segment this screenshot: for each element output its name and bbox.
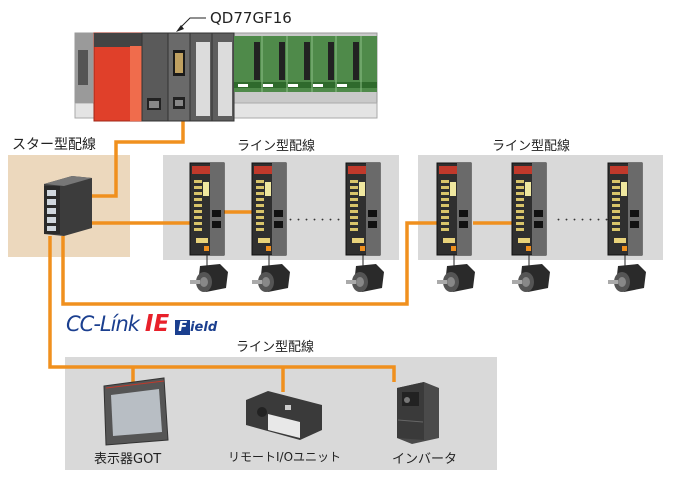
logo-field-box: F [175, 320, 191, 335]
servo-amplifier [251, 162, 287, 268]
logo-field-rest: ield [190, 320, 218, 335]
servo-ellipsis-1: ・・・・・・・・・ [286, 216, 359, 226]
wire-switch-to-servo-line-2 [61, 221, 437, 306]
inverter-device [397, 382, 439, 444]
servo-amplifier [511, 162, 547, 268]
device-label-inverter: インバータ [392, 452, 458, 467]
servo-motor [252, 264, 290, 292]
logo-cc-link: CC-Línk [66, 312, 140, 336]
ethernet-switch [44, 176, 92, 236]
line-wiring-label-2: ライン型配線 [492, 139, 571, 154]
servo-motor [437, 264, 475, 292]
logo-ie: IE [144, 311, 170, 337]
callout-arrow [176, 17, 206, 32]
servo-amplifier [607, 162, 643, 268]
remote-io-device [246, 391, 322, 440]
device-label-remote-io: リモートI/Oユニット [228, 450, 342, 464]
servo-ellipsis-2: ・・・・・・・・・ [554, 216, 627, 226]
servo-motor [190, 264, 228, 292]
plc-rack [74, 32, 378, 122]
network-wires [48, 118, 512, 392]
servo-amplifier [436, 162, 472, 268]
controller-label: QD77GF16 [210, 9, 292, 27]
servo-amplifier [189, 162, 225, 268]
star-wiring-label: スター型配線 [12, 137, 96, 153]
got-display-device [103, 377, 169, 446]
servo-amplifier [345, 162, 381, 268]
servo-motor [346, 264, 384, 292]
servo-units [189, 162, 646, 292]
wire-controller-to-switch [90, 118, 185, 198]
wire-switch-to-device-line [48, 236, 396, 382]
line-wiring-label-1: ライン型配線 [237, 139, 316, 154]
line-wiring-label-3: ライン型配線 [236, 340, 315, 355]
servo-motor [608, 264, 646, 292]
device-label-got: 表示器GOT [94, 452, 162, 467]
servo-motor [512, 264, 550, 292]
